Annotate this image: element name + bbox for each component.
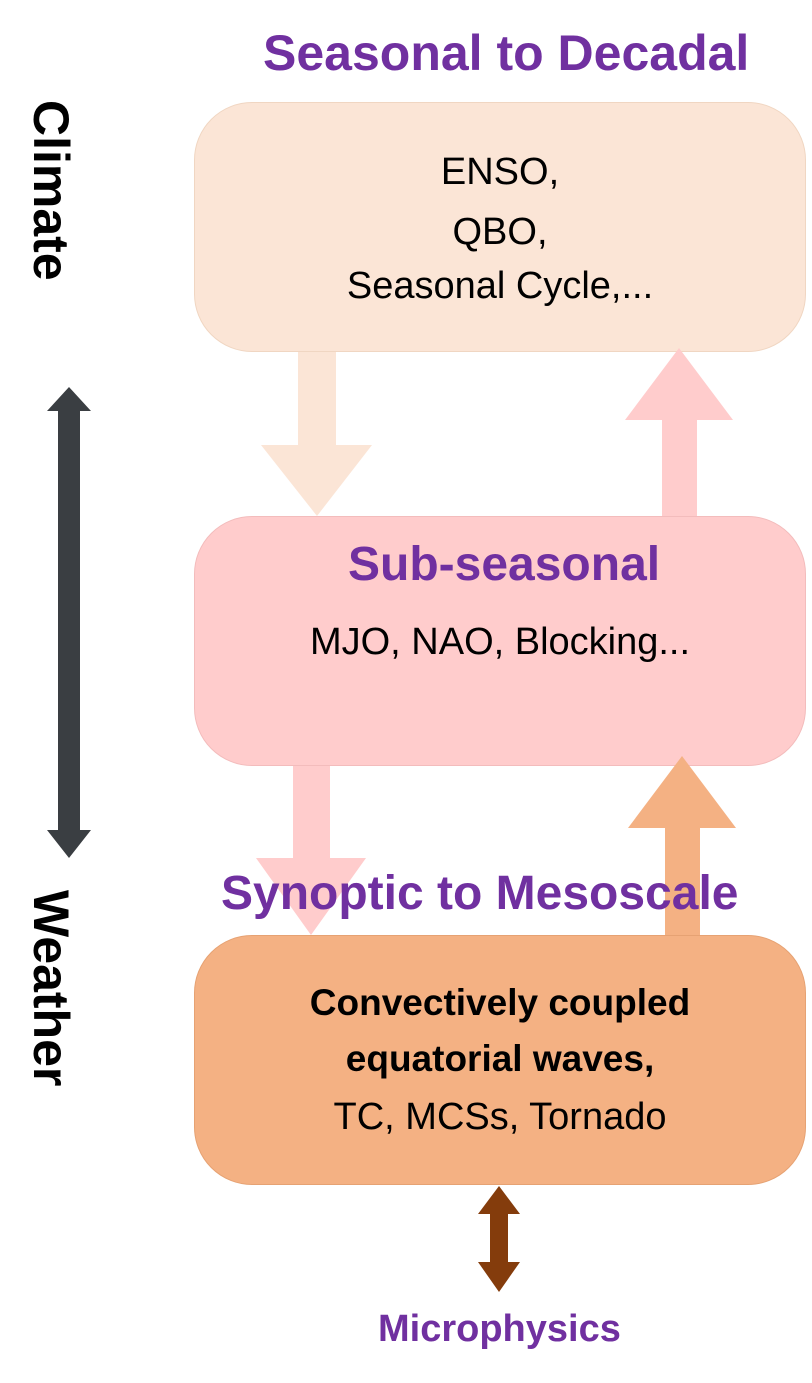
arrow-up-subseasonal-to-climate bbox=[625, 348, 733, 516]
heading-microphysics: Microphysics bbox=[378, 1308, 621, 1350]
synoptic-box-line-3: TC, MCSs, Tornado bbox=[333, 1096, 667, 1138]
arrow-down-subseasonal-to-synoptic bbox=[256, 766, 366, 935]
subseasonal-box: Sub-seasonal MJO, NAO, Blocking... bbox=[194, 516, 806, 766]
microphysics-double-arrow bbox=[478, 1186, 520, 1292]
climate-box-line-3: Seasonal Cycle,... bbox=[346, 265, 654, 307]
climate-box: ENSO, QBO, Seasonal Cycle,... bbox=[194, 102, 806, 352]
arrow-up-synoptic-to-subseasonal bbox=[628, 756, 736, 935]
synoptic-box-bold-line-1: Convectively coupled bbox=[309, 982, 691, 1023]
subseasonal-box-line-1: MJO, NAO, Blocking... bbox=[309, 621, 691, 663]
weather-axis-label: Weather bbox=[23, 890, 79, 1087]
climate-box-line-2: QBO, bbox=[452, 211, 548, 253]
climate-axis-label: Climate bbox=[23, 100, 79, 281]
heading-synoptic-to-mesoscale: Synoptic to Mesoscale bbox=[221, 867, 739, 920]
climate-box-line-1: ENSO, bbox=[440, 151, 560, 193]
synoptic-box: Convectively coupled equatorial waves, T… bbox=[194, 935, 806, 1185]
scale-double-arrow bbox=[47, 387, 91, 858]
heading-sub-seasonal: Sub-seasonal bbox=[348, 538, 661, 591]
synoptic-box-bold-line-2: equatorial waves, bbox=[345, 1038, 655, 1079]
arrow-down-climate-to-subseasonal bbox=[261, 352, 372, 516]
heading-seasonal-to-decadal: Seasonal to Decadal bbox=[263, 25, 750, 81]
